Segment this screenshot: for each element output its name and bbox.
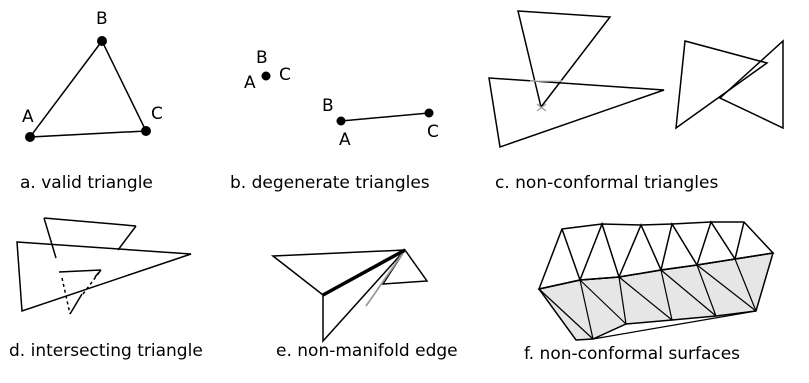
upper-surface-edges (538, 220, 774, 290)
non-conformal-vertex-mark (536, 103, 547, 112)
caption-c: c. non-conformal triangles (495, 173, 718, 193)
panel-c-non-conformal-triangles: c. non-conformal triangles (488, 10, 784, 193)
valid-triangle-shape (28, 39, 148, 138)
caption-a: a. valid triangle (20, 173, 153, 193)
vertex-b-label: B (96, 9, 108, 29)
triangle-two-top-edge (43, 217, 137, 227)
front-triangle (322, 249, 406, 343)
vertex-c-point (141, 126, 151, 136)
panel-e-non-manifold-edge: e. non-manifold edge (270, 248, 458, 361)
triangle-two-left-edge-upper (43, 217, 57, 259)
segment-c-label: C (427, 122, 439, 142)
point-a-label: A (244, 73, 256, 93)
right-wing-triangle (718, 39, 784, 130)
caption-f: f. non-conformal surfaces (524, 344, 740, 364)
panel-a-valid-triangle: A B C a. valid triangle (20, 9, 163, 193)
lower-triangle-left (488, 77, 665, 149)
degenerate-point (261, 71, 271, 81)
caption-e: e. non-manifold edge (276, 341, 458, 361)
panel-b-degenerate-triangles: B A C B A C b. degenerate triangles (230, 48, 439, 193)
vertex-b-point (97, 36, 107, 46)
shaded-surface-edges (538, 258, 757, 340)
shared-edge-gray (365, 249, 406, 307)
hidden-left-edge (61, 277, 71, 315)
non-manifold-edge (322, 248, 406, 297)
left-wing-triangle (675, 40, 769, 130)
point-b-label: B (256, 48, 268, 68)
triangle-two-right-edge-upper (117, 225, 137, 251)
vertex-a-label: A (22, 107, 34, 127)
hidden-right-edge (82, 269, 102, 295)
triangle-two-right-edge-lower (69, 293, 83, 315)
segment-a-label: A (339, 130, 351, 150)
segment-c-point (424, 108, 434, 118)
segment-ab-point (336, 116, 346, 126)
degenerate-segment (340, 112, 430, 122)
vertex-c-label: C (151, 104, 163, 124)
upper-triangle-left (517, 10, 612, 109)
intersection-line (58, 269, 102, 273)
segment-b-label: B (322, 96, 334, 116)
panel-f-non-conformal-surfaces: f. non-conformal surfaces (524, 220, 775, 364)
caption-d: d. intersecting triangle (9, 341, 203, 361)
panel-d-intersecting-triangle: d. intersecting triangle (9, 217, 203, 361)
caption-b: b. degenerate triangles (230, 173, 430, 193)
triangle-one (16, 241, 192, 313)
vertex-a-point (25, 132, 35, 142)
point-c-label: C (279, 65, 291, 85)
